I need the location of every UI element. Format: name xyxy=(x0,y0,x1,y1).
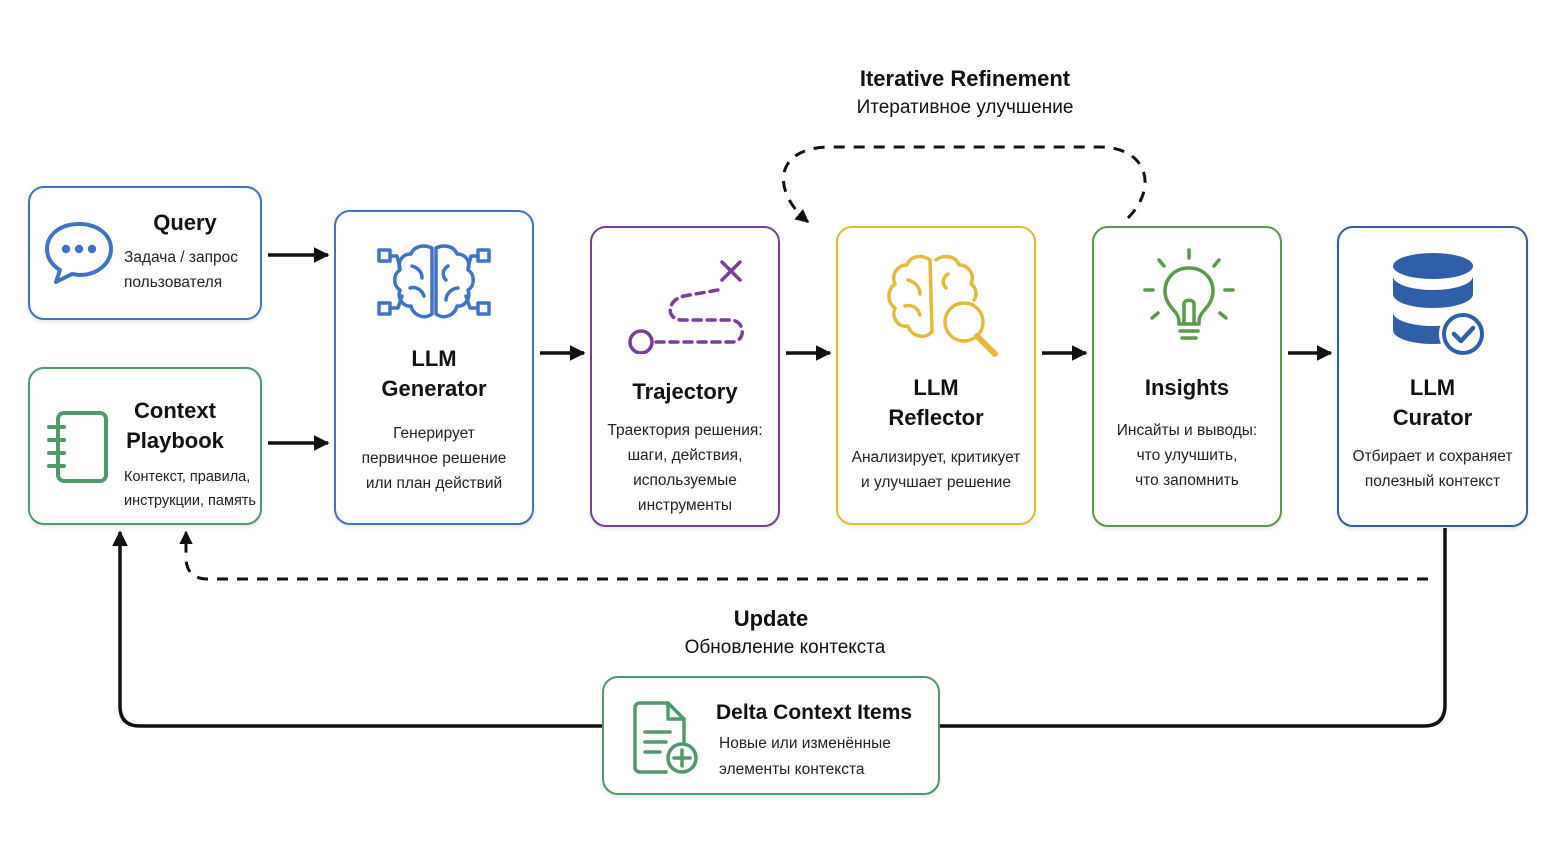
iterative-refinement-label: Iterative Refinement Итеративное улучшен… xyxy=(760,64,1170,122)
brain-circuit-icon xyxy=(377,244,491,319)
edge-iterative-loop xyxy=(782,145,1147,224)
generator-title-line-2: Generator xyxy=(381,376,487,401)
route-icon xyxy=(628,260,744,354)
document-plus-icon xyxy=(633,701,698,774)
insights-desc-line-1: Инсайты и выводы: xyxy=(1116,422,1258,439)
trajectory-desc-line-2: шаги, действия, xyxy=(627,447,743,464)
edge-delta-to-playbook xyxy=(112,530,602,728)
reflector-title-line-2: Reflector xyxy=(888,405,984,430)
curator-desc-line-2: полезный контекст xyxy=(1364,473,1501,490)
trajectory-node: Trajectory Траектория решения: шаги, дей… xyxy=(590,226,780,527)
reflector-title-line-1: LLM xyxy=(913,375,959,400)
lightbulb-icon xyxy=(1143,248,1235,340)
curator-title-line-2: Curator xyxy=(1392,405,1473,430)
generator-desc-line-3: или план действий xyxy=(365,475,503,492)
reflector-desc-line-2: и улучшает решение xyxy=(861,474,1011,491)
trajectory-desc-line-3: используемые xyxy=(633,472,737,489)
context-playbook-node: Context Playbook Контекст, правила, инст… xyxy=(28,367,262,525)
query-title: Query xyxy=(153,210,217,235)
insights-desc-line-2: что улучшить, xyxy=(1136,447,1238,464)
query-desc-line-2: пользователя xyxy=(124,274,223,291)
llm-curator-node: LLM Curator Отбирает и сохраняет полезны… xyxy=(1337,226,1528,527)
generator-desc-line-1: Генерирует xyxy=(393,425,475,442)
llm-reflector-node: LLM Reflector Анализирует, критикует и у… xyxy=(836,226,1036,525)
generator-title-line-1: LLM xyxy=(411,346,457,371)
delta-desc-line-2: элементы контекста xyxy=(719,761,865,778)
curator-desc-line-1: Отбирает и сохраняет xyxy=(1352,448,1513,465)
edge-curator-to-delta xyxy=(940,528,1447,728)
query-desc-line-1: Задача / запрос xyxy=(124,249,239,266)
playbook-title-line-2: Playbook xyxy=(126,428,224,453)
update-subtitle: Обновление контекста xyxy=(684,637,886,658)
chat-bubble-icon xyxy=(45,222,113,284)
trajectory-desc-line-1: Траектория решения: xyxy=(607,422,763,439)
playbook-desc-line-1: Контекст, правила, xyxy=(124,469,251,485)
edge-curator-update-to-playbook xyxy=(179,530,1428,581)
delta-title: Delta Context Items xyxy=(716,701,913,724)
generator-desc-line-2: первичное решение xyxy=(361,450,507,467)
playbook-desc-line-2: инструкции, память xyxy=(124,493,256,509)
brain-magnifier-icon xyxy=(887,254,998,357)
insights-desc-line-3: что запомнить xyxy=(1135,472,1239,489)
playbook-title-line-1: Context xyxy=(134,398,216,423)
database-check-icon xyxy=(1393,253,1487,358)
notebook-icon xyxy=(47,411,108,483)
insights-title: Insights xyxy=(1144,375,1230,400)
iterative-refinement-subtitle: Итеративное улучшение xyxy=(856,97,1074,118)
delta-context-items-node: Delta Context Items Новые или изменённые… xyxy=(602,676,940,795)
update-title: Update xyxy=(733,606,809,631)
trajectory-title: Trajectory xyxy=(632,379,738,404)
query-node: Query Задача / запрос пользователя xyxy=(28,186,262,320)
trajectory-desc-line-4: инструменты xyxy=(637,497,733,514)
llm-generator-node: LLM Generator Генерирует первичное решен… xyxy=(334,210,534,525)
reflector-desc-line-1: Анализирует, критикует xyxy=(851,449,1021,466)
update-label: Update Обновление контекста xyxy=(560,604,1010,662)
delta-desc-line-1: Новые или изменённые xyxy=(719,735,891,752)
curator-title-line-1: LLM xyxy=(1409,375,1456,400)
insights-node: Insights Инсайты и выводы: что улучшить,… xyxy=(1092,226,1282,527)
iterative-refinement-title: Iterative Refinement xyxy=(859,66,1071,91)
